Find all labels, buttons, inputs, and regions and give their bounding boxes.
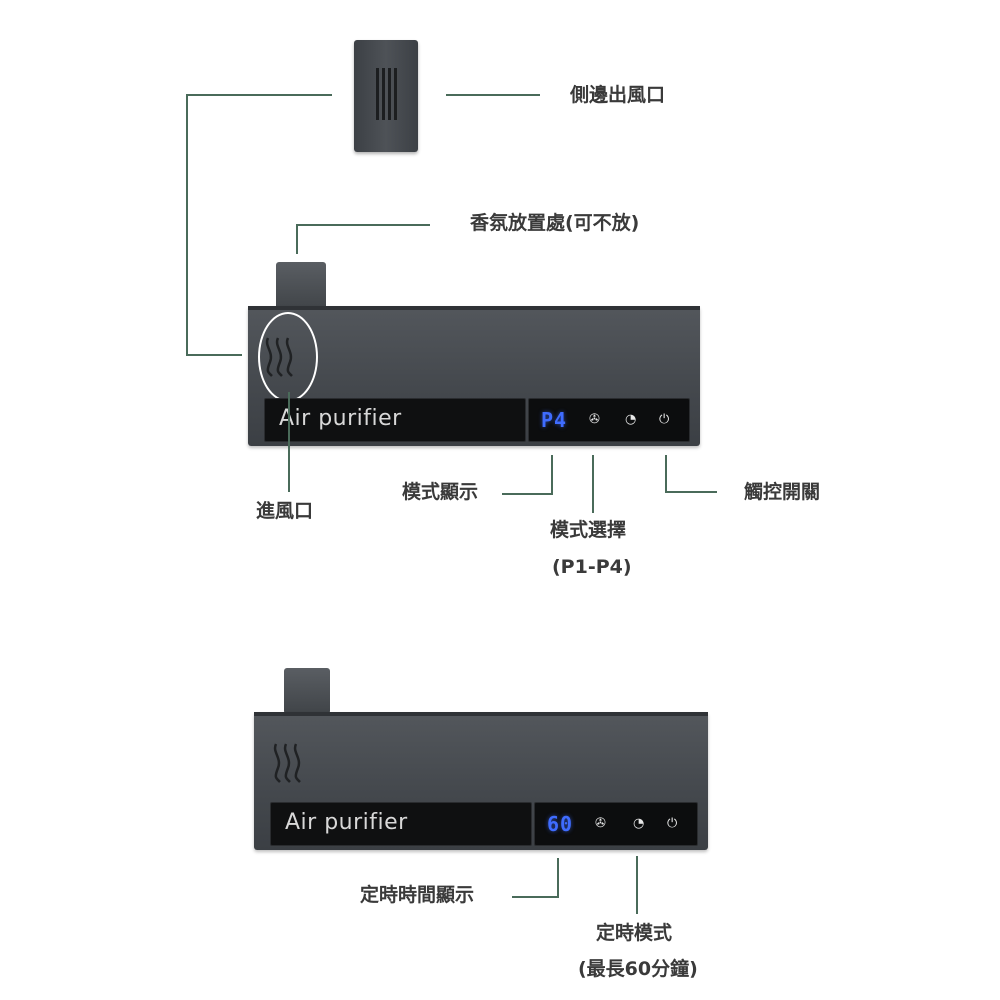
device-top-edge — [248, 306, 700, 310]
power-icon[interactable]: ⏻ — [659, 412, 670, 427]
label-mode-range: (P1-P4) — [552, 556, 632, 578]
label-mode-select: 模式選擇 — [550, 519, 627, 541]
label-timer-display: 定時時間顯示 — [360, 884, 475, 906]
leader-line — [446, 94, 540, 96]
leader-line — [296, 224, 298, 254]
mode-display: P4 — [541, 408, 568, 432]
timer-display: 60 — [547, 812, 574, 836]
brand-panel: Air purifier — [270, 802, 532, 846]
side-outlet-unit — [354, 40, 418, 152]
device-top-edge — [254, 712, 708, 716]
label-side-outlet: 側邊出風口 — [570, 84, 666, 106]
label-touch-switch: 觸控開關 — [744, 481, 821, 503]
leader-line — [502, 493, 553, 495]
label-fragrance: 香氛放置處(可不放) — [470, 212, 640, 234]
fan-icon[interactable]: ✇ — [595, 816, 606, 831]
brand-text: Air purifier — [285, 810, 408, 835]
brand-text: Air purifier — [279, 406, 402, 431]
leader-line — [186, 354, 242, 356]
inlet-highlight-circle — [258, 312, 318, 402]
label-timer-mode-range: (最長60分鐘) — [578, 958, 698, 980]
fragrance-cap — [284, 668, 330, 714]
clock-icon[interactable]: ◔ — [625, 412, 637, 427]
leader-line — [288, 392, 290, 492]
control-panel: 60 ✇ ◔ ⏻ — [534, 802, 698, 846]
vent-slot — [394, 68, 397, 120]
leader-line — [557, 858, 559, 898]
vent-slot — [388, 68, 391, 120]
purifier-device-top: Air purifier P4 ✇ ◔ ⏻ — [248, 306, 700, 446]
leader-line — [665, 491, 717, 493]
label-timer-mode: 定時模式 — [596, 922, 673, 944]
brand-panel: Air purifier — [264, 398, 526, 442]
fan-icon[interactable]: ✇ — [589, 412, 600, 427]
leader-line — [186, 94, 188, 356]
purifier-device-bottom: Air purifier 60 ✇ ◔ ⏻ — [254, 712, 708, 850]
vent-slot — [376, 68, 379, 120]
leader-line — [636, 856, 638, 914]
leader-line — [512, 896, 559, 898]
leader-line — [296, 224, 430, 226]
control-panel: P4 ✇ ◔ ⏻ — [528, 398, 690, 442]
clock-icon[interactable]: ◔ — [633, 816, 645, 831]
leader-line — [551, 455, 553, 495]
vent-slot — [382, 68, 385, 120]
leader-line — [186, 94, 332, 96]
leader-line — [592, 455, 594, 513]
label-inlet: 進風口 — [256, 500, 314, 522]
label-mode-display: 模式顯示 — [402, 481, 479, 503]
fragrance-cap — [276, 262, 326, 310]
power-icon[interactable]: ⏻ — [667, 816, 678, 831]
leader-line — [665, 455, 667, 493]
inlet-vent-icon — [273, 743, 301, 783]
